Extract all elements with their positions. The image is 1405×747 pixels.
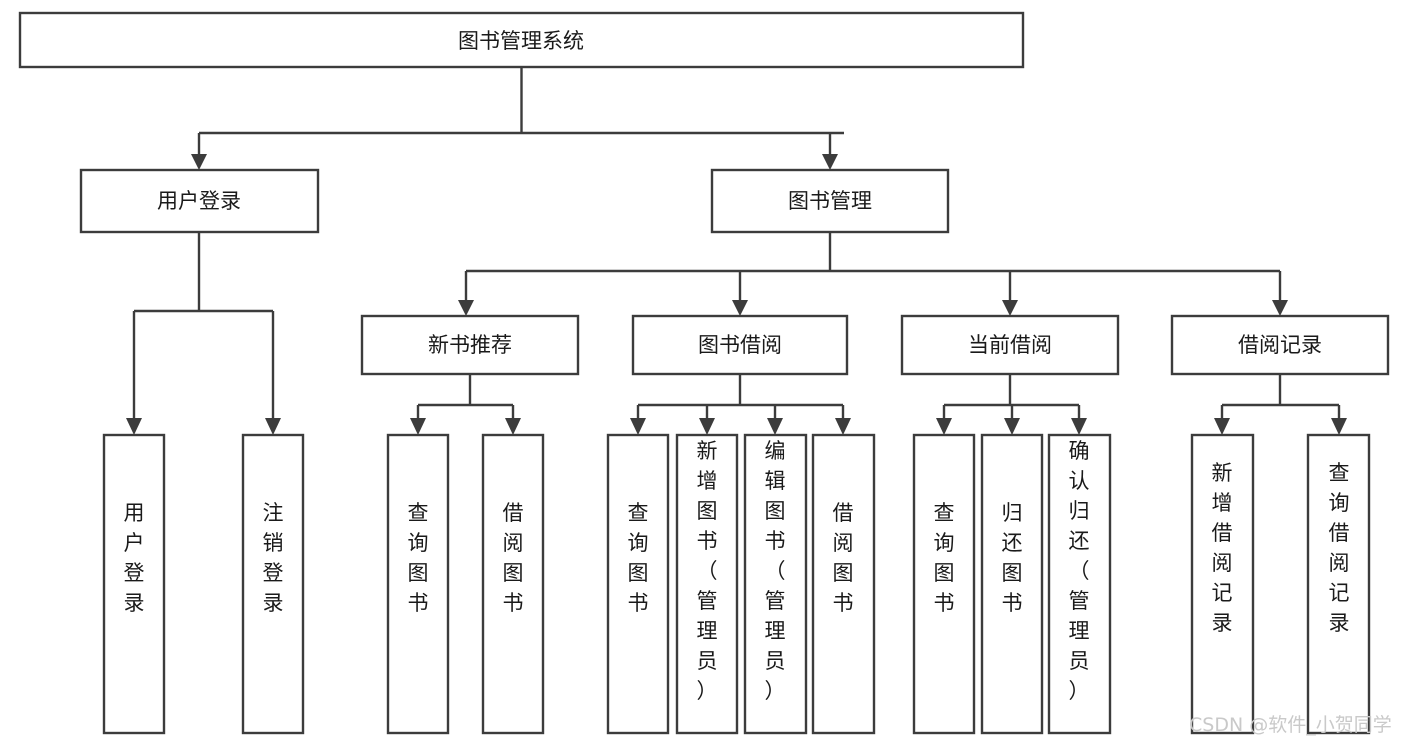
leaf-book-borrow-1-label: 查询图书 (628, 501, 649, 615)
leaf-user-login-2-label: 注销登录 (263, 501, 284, 615)
leaf-book-borrow-1[interactable]: 查询图书 (606, 433, 670, 735)
leaf-box (980, 433, 1044, 735)
arrow-head-icon (767, 418, 783, 435)
leaf-box (811, 433, 876, 735)
leaf-box (1306, 433, 1371, 735)
node-current-borrow-label: 当前借阅 (968, 333, 1052, 357)
leaf-current-borrow-1-label: 查询图书 (934, 501, 955, 615)
node-borrow-record-box (1170, 314, 1390, 376)
leaf-borrow-record-2[interactable]: 查询借阅记录 (1306, 433, 1371, 735)
node-root-label: 图书管理系统 (458, 29, 584, 53)
node-book-borrow-box (631, 314, 849, 376)
leaf-book-borrow-2[interactable]: 新增图书（管理员） (675, 433, 739, 735)
node-current-borrow-box (900, 314, 1120, 376)
leaf-box (386, 433, 450, 735)
arrow-head-icon (835, 418, 851, 435)
leaf-current-borrow-1[interactable]: 查询图书 (912, 433, 976, 735)
arrow-head-icon (699, 418, 715, 435)
leaf-box (606, 433, 670, 735)
leaf-box (912, 433, 976, 735)
arrow-head-icon (458, 300, 474, 316)
node-root-book-management-system[interactable]: 图书管理系统 (18, 11, 1025, 69)
arrow-head-icon (1331, 418, 1347, 435)
leaf-box (743, 433, 808, 735)
leaf-user-login-1-label: 用户登录 (124, 501, 145, 615)
node-borrow-record[interactable]: 借阅记录 (1170, 314, 1390, 376)
arrow-head-icon (410, 418, 426, 435)
node-user-login-label: 用户登录 (157, 189, 241, 213)
leaf-book-borrow-4[interactable]: 借阅图书 (811, 433, 876, 735)
edge-layer (126, 67, 1347, 435)
leaf-user-login-2[interactable]: 注销登录 (241, 433, 305, 735)
leaf-user-login-1[interactable]: 用户登录 (102, 433, 166, 735)
node-current-borrow[interactable]: 当前借阅 (900, 314, 1120, 376)
watermark-label: CSDN @软件_小贺同学 (1189, 714, 1392, 736)
arrow-head-icon (191, 154, 207, 170)
leaf-box (1190, 433, 1255, 735)
leaf-current-borrow-3-label: 确认归还（管理员） (1069, 439, 1090, 703)
leaf-book-borrow-4-label: 借阅图书 (833, 501, 854, 615)
arrow-head-icon (732, 300, 748, 316)
arrow-head-icon (265, 418, 281, 435)
node-new-book-recommend-box (360, 314, 580, 376)
leaf-box (102, 433, 166, 735)
arrow-head-icon (1002, 300, 1018, 316)
node-user-login[interactable]: 用户登录 (79, 168, 320, 234)
node-book-management-label: 图书管理 (788, 189, 872, 213)
leaf-new-book-2[interactable]: 借阅图书 (481, 433, 545, 735)
arrow-head-icon (936, 418, 952, 435)
leaf-borrow-record-1[interactable]: 新增借阅记录 (1190, 433, 1255, 735)
leaf-box (241, 433, 305, 735)
node-user-login-box (79, 168, 320, 234)
leaf-borrow-record-2-label: 查询借阅记录 (1329, 461, 1350, 635)
node-new-book-recommend-label: 新书推荐 (428, 333, 512, 357)
leaf-current-borrow-2[interactable]: 归还图书 (980, 433, 1044, 735)
node-book-borrow-label: 图书借阅 (698, 333, 782, 357)
arrow-head-icon (1004, 418, 1020, 435)
node-borrow-record-label: 借阅记录 (1238, 333, 1322, 357)
leaf-box (675, 433, 739, 735)
arrow-head-icon (1214, 418, 1230, 435)
node-book-management[interactable]: 图书管理 (710, 168, 950, 234)
leaf-current-borrow-2-label: 归还图书 (1002, 501, 1023, 615)
node-book-management-box (710, 168, 950, 234)
arrow-head-icon (126, 418, 142, 435)
arrow-head-icon (505, 418, 521, 435)
leaf-new-book-1[interactable]: 查询图书 (386, 433, 450, 735)
leaf-borrow-record-1-label: 新增借阅记录 (1212, 461, 1233, 635)
arrow-head-icon (1272, 300, 1288, 316)
leaf-book-borrow-2-label: 新增图书（管理员） (697, 439, 718, 703)
leaf-current-borrow-3[interactable]: 确认归还（管理员） (1047, 433, 1112, 735)
leaf-book-borrow-3-label: 编辑图书（管理员） (765, 439, 786, 703)
node-new-book-recommend[interactable]: 新书推荐 (360, 314, 580, 376)
leaf-new-book-1-label: 查询图书 (408, 501, 429, 615)
arrow-head-icon (1071, 418, 1087, 435)
leaf-new-book-2-label: 借阅图书 (503, 501, 524, 615)
leaf-box (1047, 433, 1112, 735)
node-book-borrow[interactable]: 图书借阅 (631, 314, 849, 376)
arrow-head-icon (630, 418, 646, 435)
arrow-head-icon (822, 154, 838, 170)
leaf-box (481, 433, 545, 735)
node-root-box (18, 11, 1025, 69)
leaf-book-borrow-3[interactable]: 编辑图书（管理员） (743, 433, 808, 735)
